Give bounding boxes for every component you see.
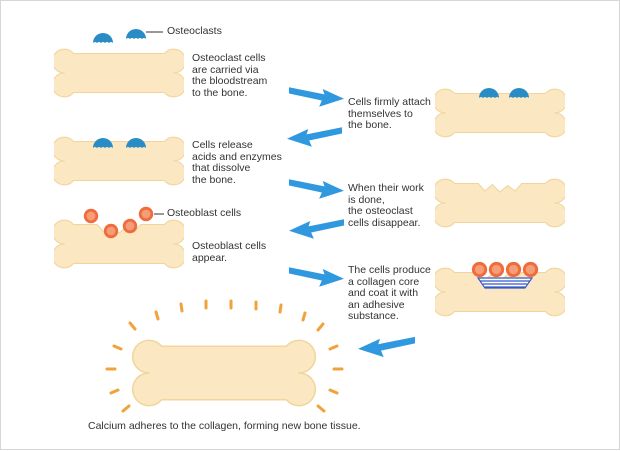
step6-caption: The cells produce a collagen core and co… [348, 264, 431, 322]
bone-step4-dissolved [435, 178, 565, 228]
osteoblast-cell-4 [138, 206, 154, 222]
step1-caption: Osteoclast cells are carried via the blo… [192, 52, 268, 99]
bone-step2 [435, 88, 565, 138]
osteoblast-cell-1 [83, 208, 99, 224]
dissolving-osteoclast-1 [93, 138, 113, 148]
step3-caption: Cells release acids and enzymes that dis… [192, 139, 282, 186]
collagen-osteoblast-4 [522, 261, 539, 278]
collagen-osteoblast-1 [471, 261, 488, 278]
dissolving-osteoclast-2 [126, 138, 146, 148]
new-bone-tissue [132, 339, 316, 407]
step2-caption: Cells firmly attach themselves to the bo… [348, 96, 431, 131]
bone-step1 [54, 48, 184, 98]
bone-step3 [54, 136, 184, 186]
bone-step5 [54, 219, 184, 269]
arrow-to-step6 [289, 267, 344, 287]
osteoblast-cells-label: Osteoblast cells [167, 207, 242, 219]
attached-osteoclast-1 [479, 88, 499, 98]
arrow-to-step3 [287, 127, 342, 147]
osteoblast-cell-2 [103, 223, 119, 239]
collagen-core [476, 277, 534, 289]
attached-osteoclast-2 [509, 88, 529, 98]
osteoclast-cell-2 [126, 29, 146, 39]
final-caption: Calcium adheres to the collagen, forming… [88, 420, 361, 432]
step5-caption: Osteoblast cells appear. [192, 240, 267, 264]
arrow-to-step4 [289, 179, 344, 199]
collagen-osteoblast-2 [488, 261, 505, 278]
arrow-to-step2 [289, 87, 344, 107]
arrow-to-final [358, 336, 415, 358]
osteoblast-cell-3 [122, 218, 138, 234]
arrow-to-step5 [289, 219, 344, 239]
collagen-osteoblast-3 [505, 261, 522, 278]
calcium-rays [105, 299, 344, 413]
step4-caption: When their work is done, the osteoclast … [348, 182, 424, 229]
osteoclast-cell-1 [93, 33, 113, 43]
osteoclasts-label: Osteoclasts [167, 25, 222, 37]
